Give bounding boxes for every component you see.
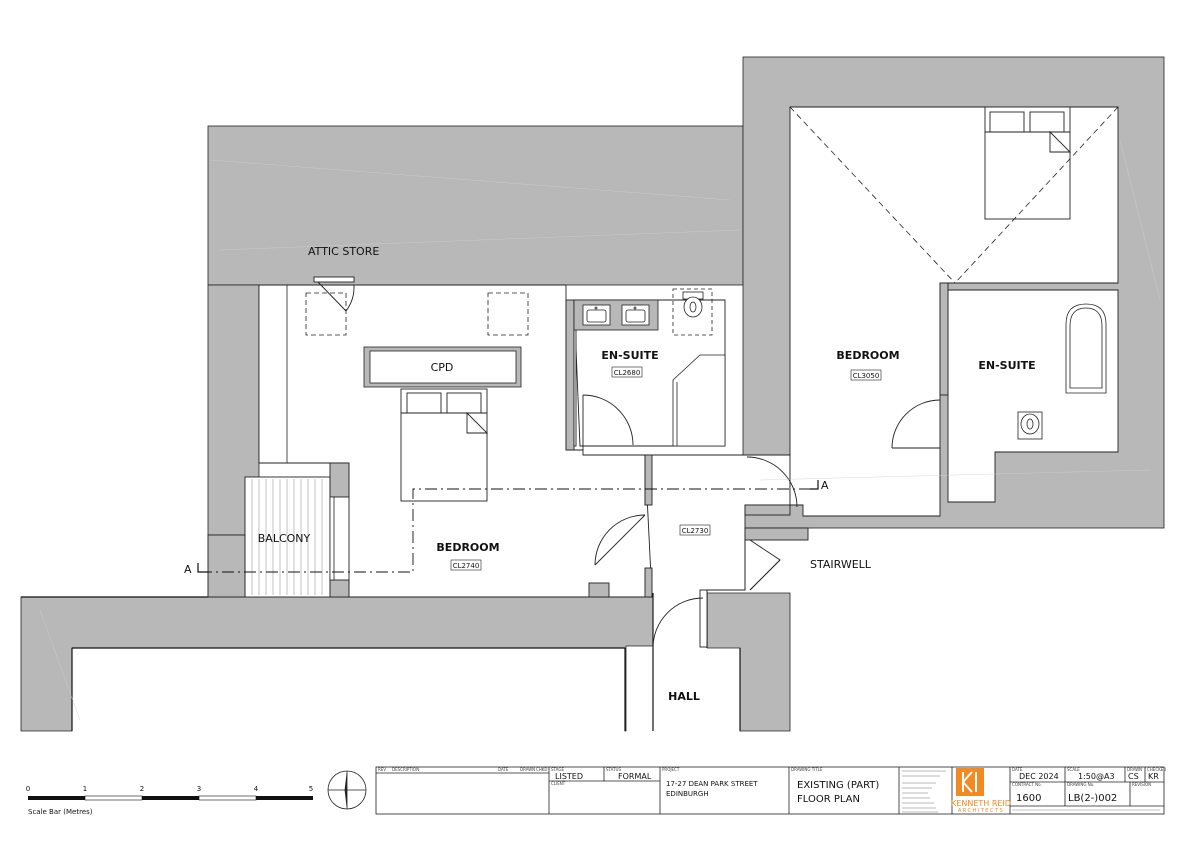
north-arrow-icon <box>327 770 367 810</box>
tb-stage: LISTED <box>555 772 583 781</box>
tb-h-revision: REVISION <box>1132 782 1151 787</box>
code-bedroom-right: CL3050 <box>853 372 880 380</box>
firm-logo-icon <box>956 768 984 796</box>
section-label-left: A <box>184 563 192 576</box>
code-ensuite-left: CL2680 <box>614 369 641 377</box>
tb-h-date2: DATE <box>1012 767 1023 772</box>
tb-h-desc: DESCRIPTION <box>392 767 419 772</box>
scale-tick-5: 5 <box>309 785 313 793</box>
tb-contract-no: 1600 <box>1016 793 1041 804</box>
hatch-markers <box>305 292 529 336</box>
tb-checked: KR <box>1148 772 1159 781</box>
label-ensuite-right: EN-SUITE <box>978 359 1035 372</box>
scale-tick-4: 4 <box>254 785 259 793</box>
scale-tick-2: 2 <box>140 785 144 793</box>
tb-h-client: CLIENT <box>551 781 566 786</box>
rooflight-lines <box>789 106 1119 284</box>
label-bedroom-left: BEDROOM <box>436 541 499 554</box>
tb-h-chkd: CHKD <box>536 767 548 772</box>
scale-tick-1: 1 <box>83 785 87 793</box>
tb-h-drawn: DRAWN <box>520 767 535 772</box>
label-ensuite-left: EN-SUITE <box>601 349 658 362</box>
section-label-right: A <box>821 479 829 492</box>
ensuite-right-fixtures <box>1017 303 1107 440</box>
tb-firm-sub: ARCHITECTS <box>958 808 1004 814</box>
label-hall: HALL <box>668 690 700 703</box>
tb-drawn: CS <box>1128 772 1139 781</box>
scale-tick-3: 3 <box>197 785 201 793</box>
bed-left <box>400 388 489 502</box>
tb-h-drawing: DRAWING No. <box>1067 782 1094 787</box>
code-bedroom-left: CL2740 <box>453 562 480 570</box>
scale-caption: Scale Bar (Metres) <box>28 808 93 816</box>
tb-h-status: STATUS <box>606 767 621 772</box>
ensuite-left-fixtures <box>573 288 726 447</box>
door-swings <box>313 276 941 649</box>
tb-h-contract: CONTRACT No. <box>1012 782 1042 787</box>
label-attic-store: ATTIC STORE <box>308 245 379 258</box>
tb-h-title: DRAWING TITLE <box>791 767 823 772</box>
wall-outlines <box>21 593 741 731</box>
tb-drawing-no: LB(2-)002 <box>1068 793 1117 804</box>
tb-h-rev: REV <box>378 767 386 772</box>
tb-date: DEC 2024 <box>1019 772 1059 781</box>
tb-project-1: 17-27 DEAN PARK STREET <box>666 780 758 788</box>
tb-firm-name: KENNETH REID <box>951 799 1011 808</box>
construction-lines <box>39 139 1161 721</box>
tb-h-project: PROJECT <box>662 767 680 772</box>
bed-right <box>984 106 1072 220</box>
section-markers <box>197 480 819 573</box>
tb-scale: 1:50@A3 <box>1078 772 1115 781</box>
label-cpd: CPD <box>431 361 454 374</box>
code-hall: CL2730 <box>682 527 709 535</box>
title-block <box>375 766 1165 815</box>
tb-status: FORMAL <box>618 772 652 781</box>
tb-h-stage: STAGE <box>551 767 564 772</box>
firm-address-lines <box>902 770 946 813</box>
scale-tick-0: 0 <box>26 785 30 793</box>
partitions <box>207 282 949 648</box>
room-labels: ATTIC STORE CPD EN-SUITE CL2680 BEDROOM … <box>184 245 1036 703</box>
tb-h-date: DATE <box>498 767 509 772</box>
balcony-slats <box>251 479 323 595</box>
tb-h-checked: CHECKED <box>1147 767 1166 772</box>
tb-project-2: EDINBURGH <box>666 790 709 798</box>
tb-drawing-title-2: FLOOR PLAN <box>797 794 860 805</box>
cpd-cupboard <box>363 346 522 388</box>
label-stairwell: STAIRWELL <box>810 558 872 571</box>
label-bedroom-right: BEDROOM <box>836 349 899 362</box>
title-block-text: REV DESCRIPTION DATE DRAWN CHKD STAGE ST… <box>378 767 1166 814</box>
scale-bar: 0 1 2 3 4 5 Scale Bar (Metres) <box>26 785 313 816</box>
tb-h-scale: SCALE <box>1067 767 1080 772</box>
tb-h-drawn2: DRAWN <box>1127 767 1142 772</box>
label-balcony: BALCONY <box>258 532 311 545</box>
tb-drawing-title-1: EXISTING (PART) <box>797 780 879 791</box>
